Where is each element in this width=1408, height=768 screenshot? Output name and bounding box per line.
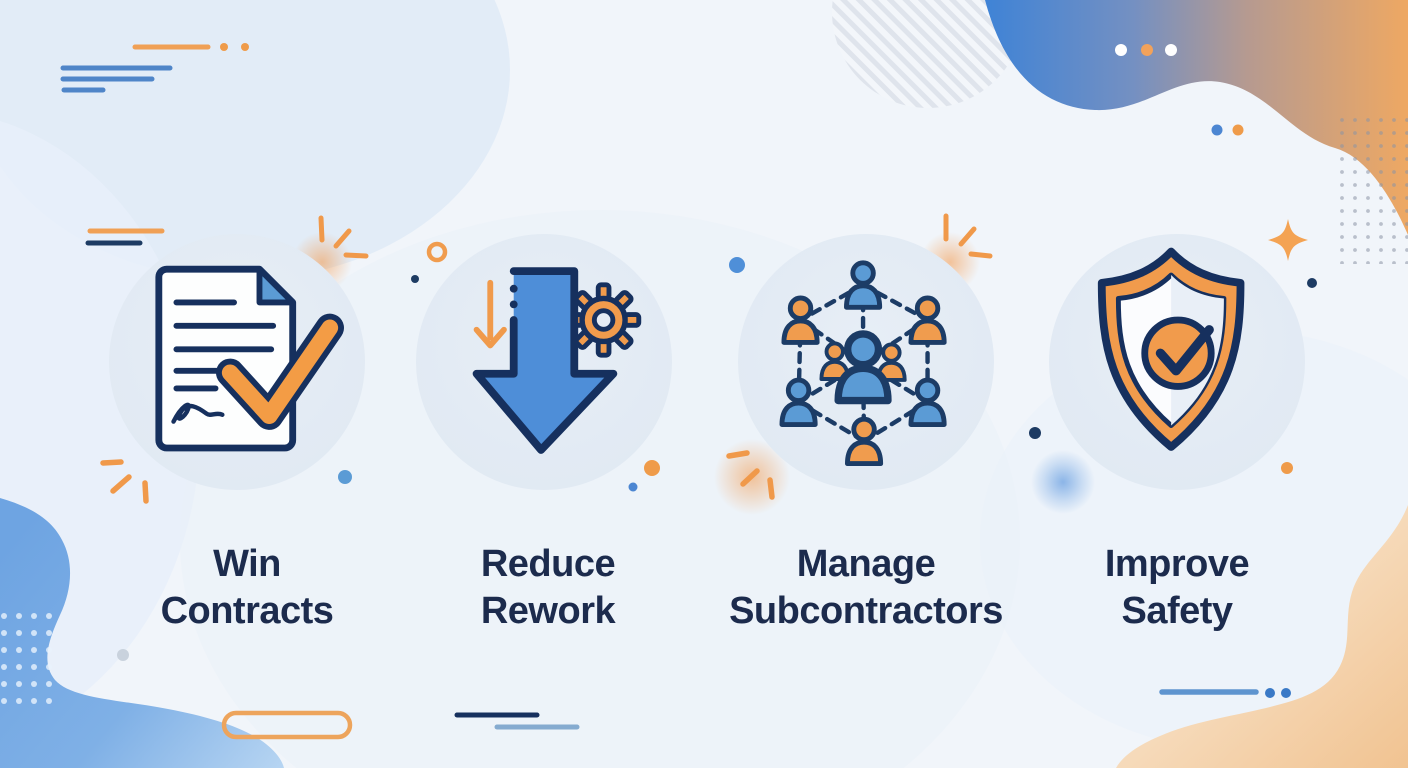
shield-icon-circle (1049, 234, 1305, 490)
check-circle (1141, 316, 1215, 390)
label-line-1: Reduce (480, 543, 616, 585)
top-left-accent-lines (60, 43, 249, 93)
label-line-2: Safety (1121, 590, 1233, 632)
starburst-icon-contract-bottom (100, 459, 149, 504)
person-icon (911, 380, 944, 424)
accent-dots (117, 257, 1317, 661)
gradient-blob-top-right (985, 0, 1408, 235)
gradient-blob-bottom-right (1116, 505, 1408, 768)
bottom-accent-lines (221, 688, 1291, 740)
label-line-1: Win (213, 543, 281, 585)
striped-circle (832, 0, 1024, 108)
reduce-arrow-gear-icon (472, 267, 642, 454)
label-line-2: Rework (480, 590, 616, 632)
label-line-1: Manage (796, 543, 936, 585)
feature-label: Improve Safety (987, 541, 1367, 635)
arrow-icon-circle (416, 234, 672, 490)
label-line-2: Subcontractors (729, 590, 1003, 632)
person-icon (846, 263, 879, 307)
ring-icon (426, 241, 448, 263)
signed-contract-icon (155, 265, 344, 452)
feature-label: Win Contracts (57, 541, 437, 635)
big-down-arrow (472, 267, 618, 454)
network-icon-circle (738, 234, 994, 490)
label-line-1: Improve (1104, 543, 1250, 585)
person-icon (782, 380, 815, 424)
small-down-arrow (473, 279, 507, 349)
blob-dots (1115, 44, 1244, 136)
feature-label: Manage Subcontractors (676, 541, 1056, 635)
dot-grid-bottom-left (0, 608, 58, 710)
person-icon (911, 298, 944, 342)
label-line-2: Contracts (160, 590, 334, 632)
team-network-icon (738, 234, 994, 490)
person-icon (847, 419, 880, 463)
sparkle-icon (1268, 219, 1308, 261)
checkmark (215, 313, 344, 430)
gradient-blob-bottom-left (0, 498, 284, 768)
dot-grid-top-right (1338, 116, 1408, 264)
pill-outline (221, 710, 353, 740)
feature-label: Reduce Rework (358, 541, 738, 635)
accent-lines-above-contract (85, 228, 165, 246)
contract-icon-circle (109, 234, 365, 490)
shield-check-icon (1097, 247, 1245, 451)
signature (171, 402, 225, 424)
starburst-icon-network-bottom (714, 439, 790, 515)
person-icon (784, 298, 817, 342)
gear-icon (565, 282, 642, 358)
blue-glow (1031, 450, 1095, 514)
checkmark (1155, 325, 1214, 376)
